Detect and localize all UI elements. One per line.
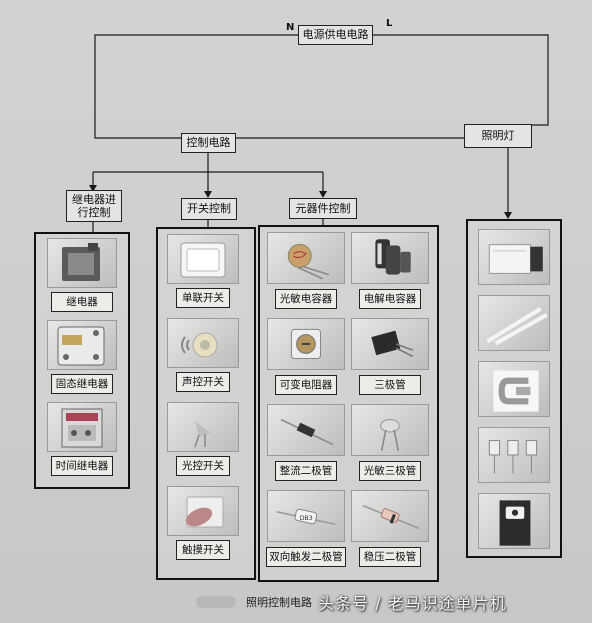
lamp-card-2 (478, 361, 550, 417)
relay-icon (47, 238, 117, 288)
solid-state-relay-icon (47, 320, 117, 370)
component-card-4-label: 整流二极管 (275, 461, 337, 481)
component-card-5: 光敏三极管 (351, 404, 429, 481)
touch-switch-icon (167, 486, 239, 536)
ring-lamp-icon (478, 361, 550, 417)
pole-n-label: N (286, 22, 295, 33)
lamp-card-1 (478, 295, 550, 351)
component-control-box: 元器件控制 (289, 198, 357, 219)
phototransistor-icon (351, 404, 429, 456)
relay-card-1: 固态继电器 (47, 320, 117, 394)
fluorescent-tube-icon (478, 295, 550, 351)
wall-switch-icon (167, 234, 239, 284)
light-switch-icon (167, 402, 239, 452)
diac-icon: DB3 (267, 490, 345, 542)
relay-card-2: 时间继电器 (47, 402, 117, 476)
pole-l-label: L (386, 18, 393, 29)
component-card-3-label: 三极管 (359, 375, 421, 395)
arrow-component (319, 191, 327, 198)
arrow-switch (204, 191, 212, 198)
lamp-fixture-icon (478, 229, 550, 285)
relay-card-1-label: 固态继电器 (51, 374, 113, 394)
power-supply-box: 电源供电电路 (298, 25, 373, 45)
arrow-lamp (504, 212, 512, 219)
photo-capacitor-icon (267, 232, 345, 284)
component-card-3: 三极管 (351, 318, 429, 395)
zener-diode-icon (351, 490, 429, 542)
switch-card-2-label: 光控开关 (176, 456, 230, 476)
figure-caption: 照明控制电路 (246, 596, 312, 609)
watermark: 头条号 / 老马识途单片机 (318, 594, 507, 613)
caption-blur (196, 596, 236, 608)
lamp-card-4 (478, 493, 550, 549)
control-circuit-box: 控制电路 (181, 133, 236, 153)
component-card-2: 可变电阻器 (267, 318, 345, 395)
relay-control-box: 继电器进行控制 (66, 190, 122, 222)
time-relay-icon (47, 402, 117, 452)
relay-card-2-label: 时间继电器 (51, 456, 113, 476)
switch-card-3: 触摸开关 (167, 486, 239, 560)
switch-card-1-label: 声控开关 (176, 372, 230, 392)
wire-l-loop (373, 34, 549, 126)
variable-resistor-icon (267, 318, 345, 370)
electrolytic-capacitor-icon (351, 232, 429, 284)
diac-marking-text: DB3 (300, 515, 313, 522)
component-card-2-label: 可变电阻器 (275, 375, 337, 395)
component-card-6: DB3 双向触发二极管 (266, 490, 346, 567)
component-card-4: 整流二极管 (267, 404, 345, 481)
led-bulbs-icon (478, 427, 550, 483)
switch-card-0-label: 单联开关 (176, 288, 230, 308)
rectifier-diode-icon (267, 404, 345, 456)
component-card-0: 光敏电容器 (267, 232, 345, 309)
ballast-icon (478, 493, 550, 549)
component-card-6-label: 双向触发二极管 (266, 547, 346, 567)
switch-card-2: 光控开关 (167, 402, 239, 476)
component-card-1-label: 电解电容器 (359, 289, 421, 309)
arrow-relay (89, 185, 97, 192)
lamp-box: 照明灯 (464, 124, 532, 148)
lamp-card-0 (478, 229, 550, 285)
component-card-7: 稳压二极管 (351, 490, 429, 567)
component-card-0-label: 光敏电容器 (275, 289, 337, 309)
switch-card-0: 单联开关 (167, 234, 239, 308)
relay-card-0: 继电器 (47, 238, 117, 312)
component-card-1: 电解电容器 (351, 232, 429, 309)
component-card-5-label: 光敏三极管 (359, 461, 421, 481)
switch-control-box: 开关控制 (181, 198, 237, 220)
sound-switch-icon (167, 318, 239, 368)
wire-n-loop (94, 34, 298, 139)
transistor-icon (351, 318, 429, 370)
component-card-7-label: 稳压二极管 (359, 547, 421, 567)
lamp-card-3 (478, 427, 550, 483)
switch-card-1: 声控开关 (167, 318, 239, 392)
relay-card-0-label: 继电器 (51, 292, 113, 312)
switch-card-3-label: 触摸开关 (176, 540, 230, 560)
